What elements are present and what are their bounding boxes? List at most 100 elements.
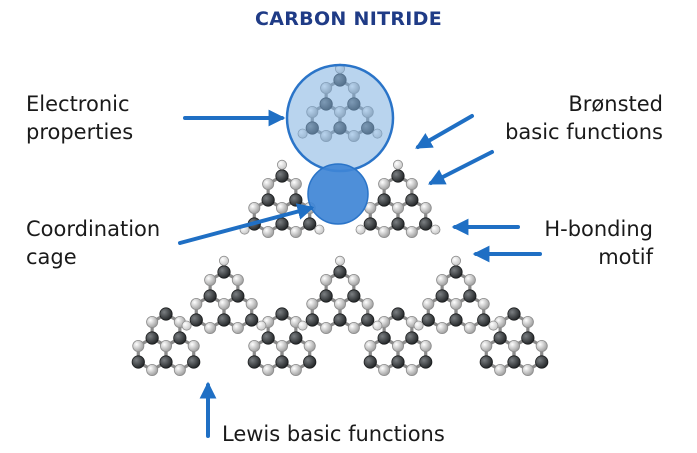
carbon-atom bbox=[289, 193, 303, 207]
nitrogen-atom bbox=[132, 339, 145, 352]
carbon-atom bbox=[463, 289, 477, 303]
hydrogen-atom bbox=[181, 320, 192, 331]
nitrogen-atom bbox=[364, 339, 377, 352]
hydrogen-atom bbox=[314, 224, 325, 235]
nitrogen-atom bbox=[306, 297, 319, 310]
nitrogen-atom bbox=[347, 321, 360, 334]
annotation-arrows bbox=[178, 109, 542, 438]
nitrogen-atom bbox=[333, 297, 346, 310]
nitrogen-atom bbox=[231, 321, 244, 334]
bronsted-arrow-upper bbox=[415, 114, 474, 149]
nitrogen-atom bbox=[190, 297, 203, 310]
nitrogen-atom bbox=[378, 225, 391, 238]
carbon-atom bbox=[479, 355, 493, 369]
hydrogen-atom bbox=[450, 255, 461, 266]
nitrogen-atom bbox=[146, 363, 159, 376]
carbon-atom bbox=[303, 217, 317, 231]
carbon-atom bbox=[421, 313, 435, 327]
carbon-atom bbox=[305, 313, 319, 327]
coordination-arrow bbox=[178, 203, 315, 245]
hydrogen-atom bbox=[334, 255, 345, 266]
carbon-atom bbox=[275, 355, 289, 369]
carbon-atom bbox=[231, 289, 245, 303]
nitrogen-atom bbox=[436, 273, 449, 286]
carbon-atom bbox=[521, 331, 535, 345]
nitrogen-atom bbox=[262, 363, 275, 376]
hydrogen-atom bbox=[256, 320, 267, 331]
nitrogen-atom bbox=[521, 315, 534, 328]
carbon-atom bbox=[247, 355, 261, 369]
nitrogen-atom bbox=[204, 321, 217, 334]
carbon-atom bbox=[261, 193, 275, 207]
carbon-atom bbox=[203, 289, 217, 303]
hydrogen-atom bbox=[413, 320, 424, 331]
carbon-atom bbox=[289, 331, 303, 345]
carbon-atom bbox=[319, 289, 333, 303]
label-electronic-line1: Electronic bbox=[26, 92, 130, 116]
carbon-atom bbox=[363, 355, 377, 369]
label-coordination-line1: Coordination bbox=[26, 217, 161, 241]
carbon-atom bbox=[217, 313, 231, 327]
carbon-atom bbox=[391, 355, 405, 369]
carbon-atom bbox=[187, 355, 201, 369]
carbon-atom bbox=[377, 193, 391, 207]
carbon-atom bbox=[477, 313, 491, 327]
carbon-atom bbox=[303, 355, 317, 369]
hydrogen-atom bbox=[392, 159, 403, 170]
label-bronsted-line1: Brønsted bbox=[568, 92, 663, 116]
carbon-atom bbox=[391, 169, 405, 183]
carbon-atom bbox=[449, 313, 463, 327]
carbon-atom bbox=[245, 313, 259, 327]
nitrogen-atom bbox=[204, 273, 217, 286]
nitrogen-atom bbox=[262, 177, 275, 190]
hydrogen-atom bbox=[488, 320, 499, 331]
hydrogen-atom bbox=[276, 159, 287, 170]
nitrogen-atom bbox=[248, 339, 261, 352]
electronic-properties-highlight bbox=[285, 63, 395, 173]
nitrogen-atom bbox=[378, 363, 391, 376]
hydrogen-atom bbox=[297, 320, 308, 331]
page-title: CARBON NITRIDE bbox=[254, 8, 442, 30]
carbon-atom bbox=[493, 331, 507, 345]
nitrogen-atom bbox=[275, 201, 288, 214]
carbon-atom bbox=[449, 265, 463, 279]
carbon-atom bbox=[189, 313, 203, 327]
nitrogen-atom bbox=[146, 315, 159, 328]
nitrogen-atom bbox=[463, 273, 476, 286]
nitrogen-atom bbox=[521, 363, 534, 376]
carbon-atom bbox=[333, 265, 347, 279]
carbon-atom bbox=[377, 331, 391, 345]
label-electronic-properties: Electronic properties bbox=[26, 90, 133, 146]
label-hbonding-line1: H-bonding bbox=[544, 217, 653, 241]
nitrogen-atom bbox=[507, 339, 520, 352]
carbon-atom bbox=[419, 217, 433, 231]
hydrogen-atom bbox=[355, 224, 366, 235]
carbon-atom bbox=[131, 355, 145, 369]
nitrogen-atom bbox=[391, 201, 404, 214]
carbon-atom bbox=[391, 307, 405, 321]
nitrogen-atom bbox=[477, 297, 490, 310]
carbon-atom bbox=[173, 331, 187, 345]
label-coordination-cage: Coordination cage bbox=[26, 215, 160, 271]
nitrogen-atom bbox=[405, 363, 418, 376]
nitrogen-atom bbox=[419, 201, 432, 214]
nitrogen-atom bbox=[347, 273, 360, 286]
carbon-atom bbox=[507, 355, 521, 369]
carbon-atom bbox=[275, 217, 289, 231]
nitrogen-atom bbox=[391, 339, 404, 352]
nitrogen-atom bbox=[289, 363, 302, 376]
carbon-atom bbox=[507, 307, 521, 321]
nitrogen-atom bbox=[419, 339, 432, 352]
nitrogen-atom bbox=[173, 363, 186, 376]
nitrogen-atom bbox=[535, 339, 548, 352]
nitrogen-atom bbox=[480, 339, 493, 352]
label-bronsted-line2: basic functions bbox=[505, 120, 663, 144]
carbon-atom bbox=[391, 217, 405, 231]
carbon-atom bbox=[419, 355, 433, 369]
carbon-atom bbox=[405, 193, 419, 207]
carbon-atom bbox=[361, 313, 375, 327]
label-hbonding-line2: motif bbox=[598, 245, 653, 269]
label-coordination-line2: cage bbox=[26, 245, 77, 269]
